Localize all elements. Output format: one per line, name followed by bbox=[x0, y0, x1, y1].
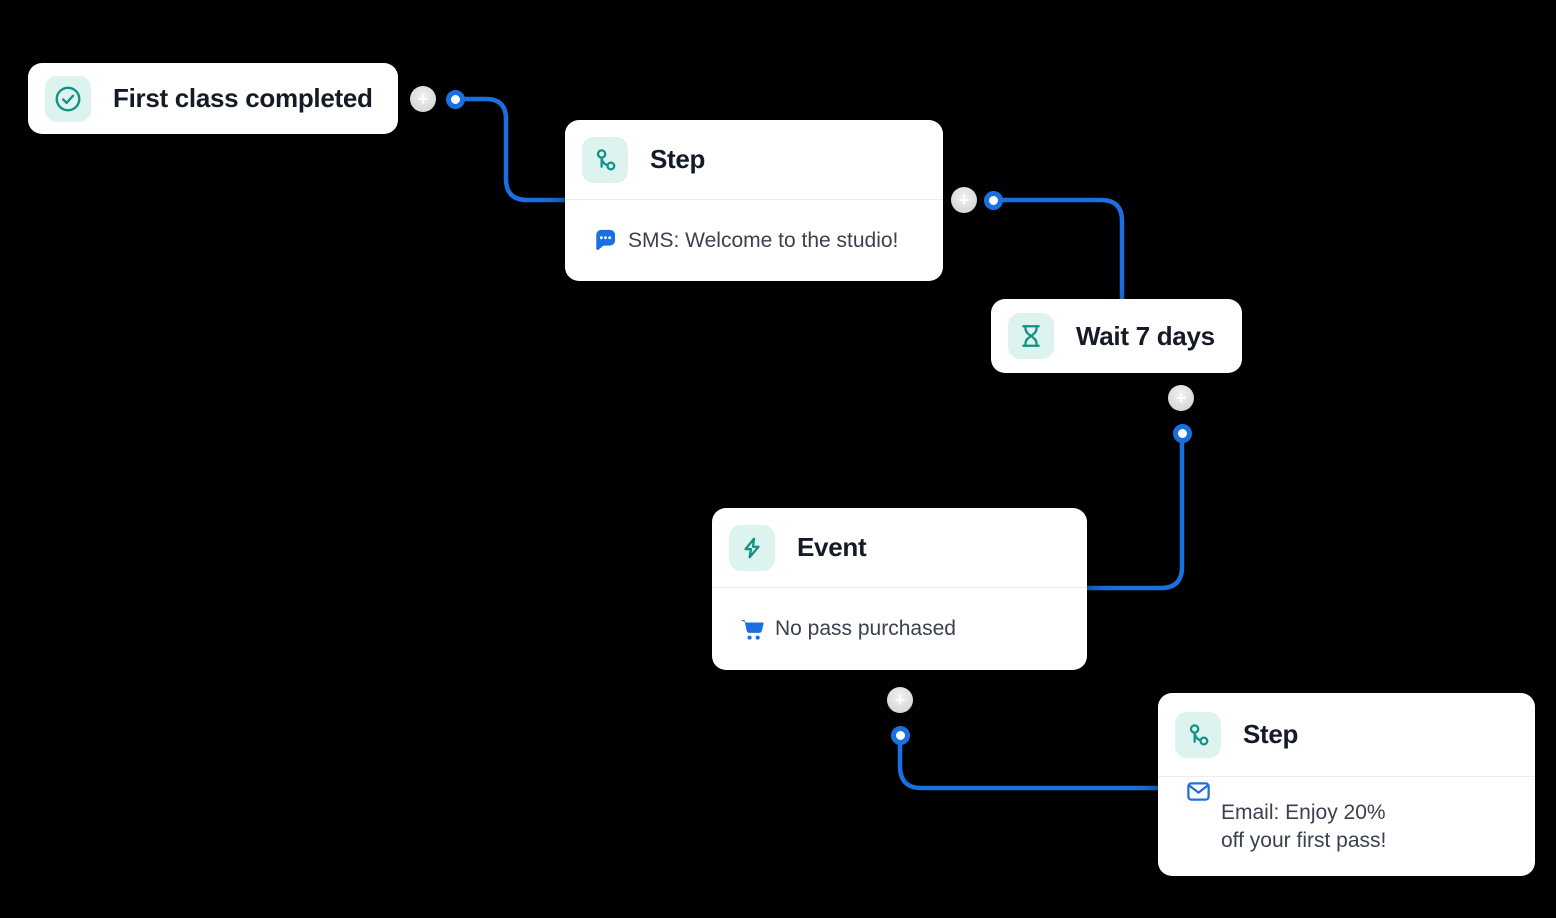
hourglass-icon bbox=[1022, 325, 1040, 347]
step2-card-header: Step bbox=[1158, 693, 1535, 777]
connector-line-trigger-to-step1 bbox=[456, 96, 566, 203]
trigger-title: First class completed bbox=[113, 83, 373, 113]
trigger-icon-tile bbox=[45, 75, 91, 122]
wait-icon-tile bbox=[1008, 313, 1054, 359]
node-step-sms[interactable]: Step SMS: Welcome to the studio! bbox=[565, 120, 943, 281]
workflow-step-icon bbox=[596, 148, 616, 170]
plus-icon: + bbox=[417, 88, 429, 109]
step2-icon-tile bbox=[1175, 711, 1221, 758]
event-body-row: No pass purchased bbox=[712, 588, 1087, 670]
step1-body-text: SMS: Welcome to the studio! bbox=[628, 228, 899, 252]
connector-line-step1-to-wait bbox=[994, 197, 1125, 300]
node-wait-7-days[interactable]: Wait 7 days bbox=[991, 299, 1242, 373]
check-circle-icon bbox=[55, 86, 81, 111]
node-trigger-first-class-completed[interactable]: First class completed bbox=[28, 63, 398, 134]
step1-card-header: Step bbox=[565, 120, 943, 200]
step2-body-text: Email: Enjoy 20% off your first pass! bbox=[1221, 799, 1386, 855]
step1-icon-tile bbox=[582, 136, 628, 183]
connection-handle-wait[interactable] bbox=[1172, 424, 1192, 443]
add-node-button-after-step1[interactable]: + bbox=[951, 187, 977, 213]
event-body-text: No pass purchased bbox=[775, 617, 956, 640]
connection-handle-trigger[interactable] bbox=[446, 90, 465, 109]
plus-icon: + bbox=[1175, 387, 1187, 408]
step2-title: Step bbox=[1243, 719, 1299, 749]
connector-line-wait-to-event bbox=[1087, 434, 1185, 591]
trigger-card-header: First class completed bbox=[28, 63, 398, 134]
event-card-header: Event bbox=[712, 508, 1087, 588]
step2-body-line1: Email: Enjoy 20% bbox=[1221, 800, 1386, 824]
lightning-icon bbox=[744, 537, 760, 558]
event-title: Event bbox=[797, 532, 867, 562]
step1-title: Step bbox=[650, 144, 706, 174]
step1-body-row: SMS: Welcome to the studio! bbox=[565, 200, 943, 281]
node-event-no-pass-purchased[interactable]: Event No pass purchased bbox=[712, 508, 1087, 670]
workflow-step-icon bbox=[1189, 723, 1209, 745]
add-node-button-after-wait[interactable]: + bbox=[1168, 385, 1194, 411]
wait-title: Wait 7 days bbox=[1076, 320, 1215, 351]
add-node-button-after-event[interactable]: + bbox=[887, 687, 913, 713]
plus-icon: + bbox=[958, 189, 970, 210]
event-icon-tile bbox=[729, 524, 775, 571]
shopping-cart-icon bbox=[739, 616, 766, 643]
plus-icon: + bbox=[894, 689, 906, 710]
add-node-button-after-trigger[interactable]: + bbox=[410, 86, 436, 112]
sms-chat-icon bbox=[592, 227, 619, 254]
connection-handle-event[interactable] bbox=[890, 726, 910, 745]
step2-body-row: Email: Enjoy 20% off your first pass! bbox=[1158, 777, 1535, 876]
connector-line-event-to-step2 bbox=[897, 736, 1158, 791]
wait-card-header: Wait 7 days bbox=[991, 299, 1242, 373]
connection-handle-step1[interactable] bbox=[984, 191, 1003, 210]
email-icon bbox=[1185, 778, 1212, 805]
step2-body-line2: off your first pass! bbox=[1221, 828, 1387, 852]
node-step-email[interactable]: Step Email: Enjoy 20% off your first pas… bbox=[1158, 693, 1535, 876]
